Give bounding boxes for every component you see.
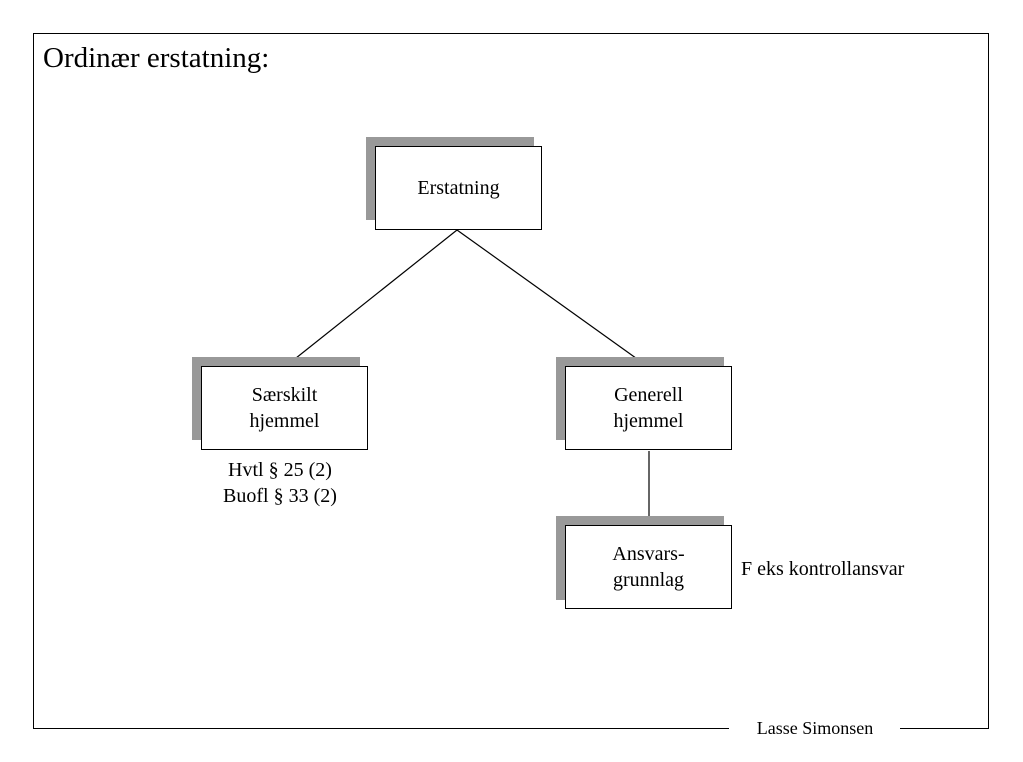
note-example-kontrollansvar: F eks kontrollansvar xyxy=(741,558,905,580)
frame-bottom-border-left xyxy=(33,728,729,729)
note-line-buofl: Buofl § 33 (2) xyxy=(223,485,337,507)
node-label: Ansvars- grunnlag xyxy=(612,543,685,591)
note-legal-references: Hvtl § 25 (2) Buofl § 33 (2) xyxy=(190,457,370,509)
node-label: Særskilt hjemmel xyxy=(249,384,320,432)
node-label: Generell hjemmel xyxy=(613,384,684,432)
frame-left-border xyxy=(33,33,34,728)
frame-top-border xyxy=(33,33,988,34)
edge-root-to-left xyxy=(285,229,458,367)
node-box: Særskilt hjemmel xyxy=(201,366,368,450)
node-label: Erstatning xyxy=(417,177,500,199)
edge-root-to-right xyxy=(456,229,648,367)
note-line-hvtl: Hvtl § 25 (2) xyxy=(228,459,332,481)
node-box: Ansvars- grunnlag xyxy=(565,525,732,609)
frame-right-border xyxy=(988,33,989,728)
slide-title: Ordinær erstatning: xyxy=(43,42,270,74)
node-box: Generell hjemmel xyxy=(565,366,732,450)
frame-bottom-border-right xyxy=(900,728,989,729)
footer-author: Lasse Simonsen xyxy=(756,718,874,738)
node-box: Erstatning xyxy=(375,146,542,230)
